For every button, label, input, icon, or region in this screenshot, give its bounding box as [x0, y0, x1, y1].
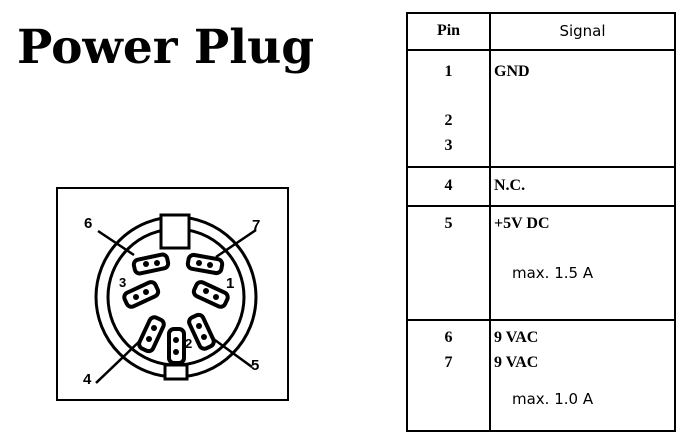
pin-label-7: 7: [252, 217, 261, 234]
pin-label-5: 5: [251, 357, 260, 374]
pin-label-4: 4: [83, 371, 92, 388]
pin-cell: 7: [444, 354, 453, 371]
column-divider: [489, 14, 491, 430]
pin-cell: 3: [444, 137, 453, 154]
pin-cell: 1: [444, 63, 453, 80]
header-pin: Pin: [436, 22, 461, 39]
current-note: max. 1.5 A: [512, 264, 594, 282]
din-connector-icon: [94, 213, 258, 384]
page-title: Power Plug: [17, 20, 315, 75]
header-signal: Signal: [559, 22, 606, 40]
current-note: max. 1.0 A: [512, 390, 594, 408]
signal-cell: N.C.: [494, 177, 526, 194]
row-divider: [408, 205, 674, 207]
pin-cell: 4: [444, 177, 453, 194]
signal-cell: 9 VAC: [494, 329, 539, 346]
signal-cell: GND: [494, 63, 530, 80]
header-divider: [408, 49, 674, 51]
signal-cell: 9 VAC: [494, 354, 539, 371]
pin-signal-table: Pin Signal 1 GND 2 3 4 N.C. 5 +5V DC max…: [406, 12, 676, 432]
pin-label-1: 1: [226, 275, 235, 292]
row-divider: [408, 166, 674, 168]
row-divider: [408, 319, 674, 321]
pin-cell: 2: [444, 112, 453, 129]
signal-cell: +5V DC: [494, 215, 550, 232]
pin-label-2: 2: [185, 336, 193, 351]
pin-cell: 6: [444, 329, 453, 346]
connector-diagram-frame: [56, 187, 289, 401]
pin-label-6: 6: [84, 215, 93, 232]
pin-cell: 5: [444, 215, 453, 232]
pin-label-3: 3: [119, 275, 127, 290]
